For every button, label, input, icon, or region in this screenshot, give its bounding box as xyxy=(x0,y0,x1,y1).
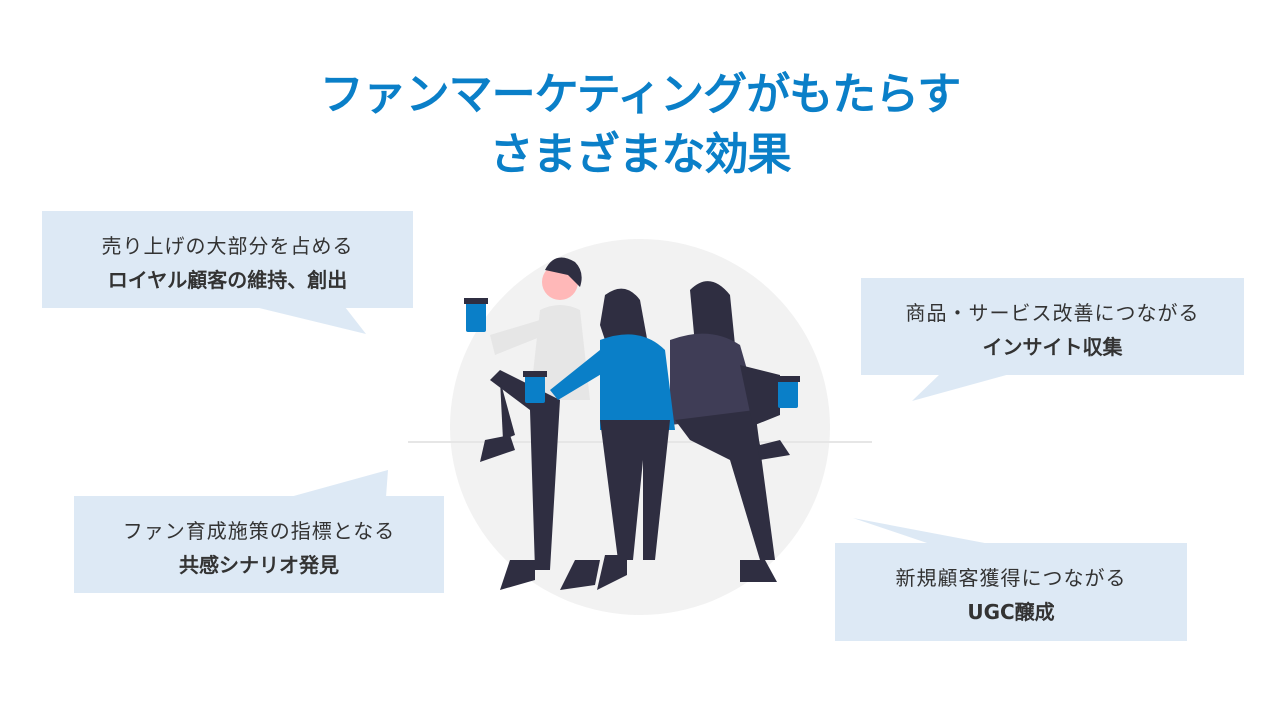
callout-text: ファン育成施策の指標となる xyxy=(122,519,396,543)
callout-heading: UGC醸成 xyxy=(967,600,1055,624)
people-with-coffee-illustration xyxy=(408,239,872,615)
callout-text: 商品・サービス改善につながる xyxy=(905,301,1200,325)
callout-heading: インサイト収集 xyxy=(982,335,1123,359)
callout-heading: ロイヤル顧客の維持、創出 xyxy=(107,268,348,292)
callout-text: 新規顧客獲得につながる xyxy=(895,566,1127,590)
slide-title-line1: ファンマーケティングがもたらす xyxy=(319,69,962,120)
callout-text: 売り上げの大部分を占める xyxy=(101,234,354,258)
callout-heading: 共感シナリオ発見 xyxy=(179,553,339,577)
callout-ugc: 新規顧客獲得につながる UGC醸成 xyxy=(835,543,1187,641)
callout-empathy-scenario: ファン育成施策の指標となる 共感シナリオ発見 xyxy=(74,496,444,593)
slide-title-line2: さまざまな効果 xyxy=(489,129,792,180)
callout-insight-collection: 商品・サービス改善につながる インサイト収集 xyxy=(861,278,1244,375)
callout-loyal-customers: 売り上げの大部分を占める ロイヤル顧客の維持、創出 xyxy=(42,211,413,308)
